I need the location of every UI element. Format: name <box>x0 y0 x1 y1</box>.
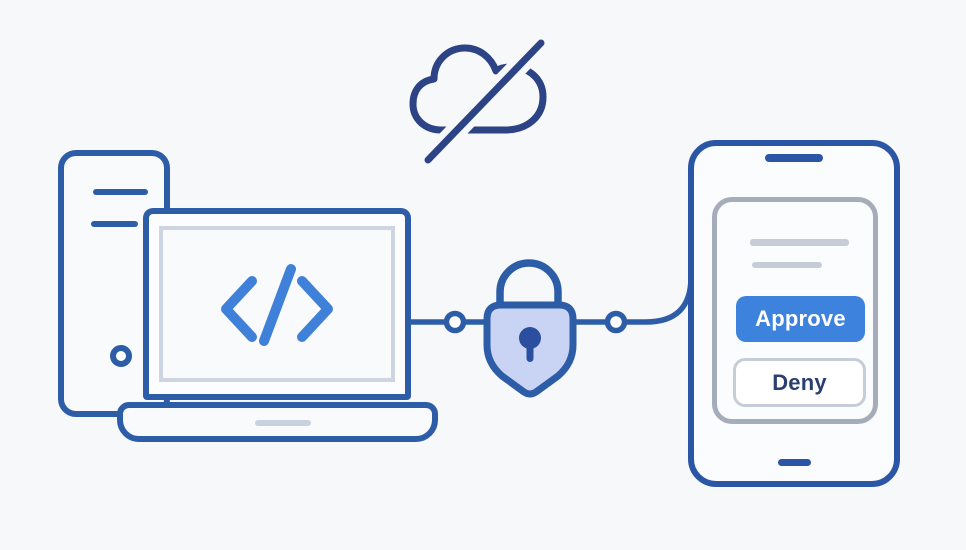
laptop-screen <box>159 226 395 382</box>
phone-home-indicator <box>778 459 811 466</box>
text-placeholder-line <box>752 262 822 268</box>
cloud-outline <box>409 44 547 134</box>
phone-dialog-panel: Approve Deny <box>712 197 878 424</box>
deny-button[interactable]: Deny <box>733 358 866 407</box>
lock-shackle <box>496 259 562 312</box>
laptop-notch <box>255 420 311 426</box>
connection-node-icon <box>604 310 628 334</box>
code-icon <box>221 264 333 346</box>
approve-button[interactable]: Approve <box>736 296 865 342</box>
server-vent-line <box>93 189 148 195</box>
cloud-offline-icon <box>409 33 551 168</box>
padlock-icon <box>483 259 577 398</box>
phone-speaker <box>765 154 823 162</box>
server-vent-line <box>91 221 138 227</box>
keyhole-icon <box>519 327 541 349</box>
connection-node-icon <box>443 310 467 334</box>
laptop-base <box>117 402 438 442</box>
smartphone-icon: Approve Deny <box>688 140 900 487</box>
slash-line <box>424 39 545 164</box>
laptop-icon <box>143 208 411 400</box>
keyhole-stem <box>526 343 534 362</box>
text-placeholder-line <box>750 239 849 246</box>
server-power-led <box>110 345 132 367</box>
